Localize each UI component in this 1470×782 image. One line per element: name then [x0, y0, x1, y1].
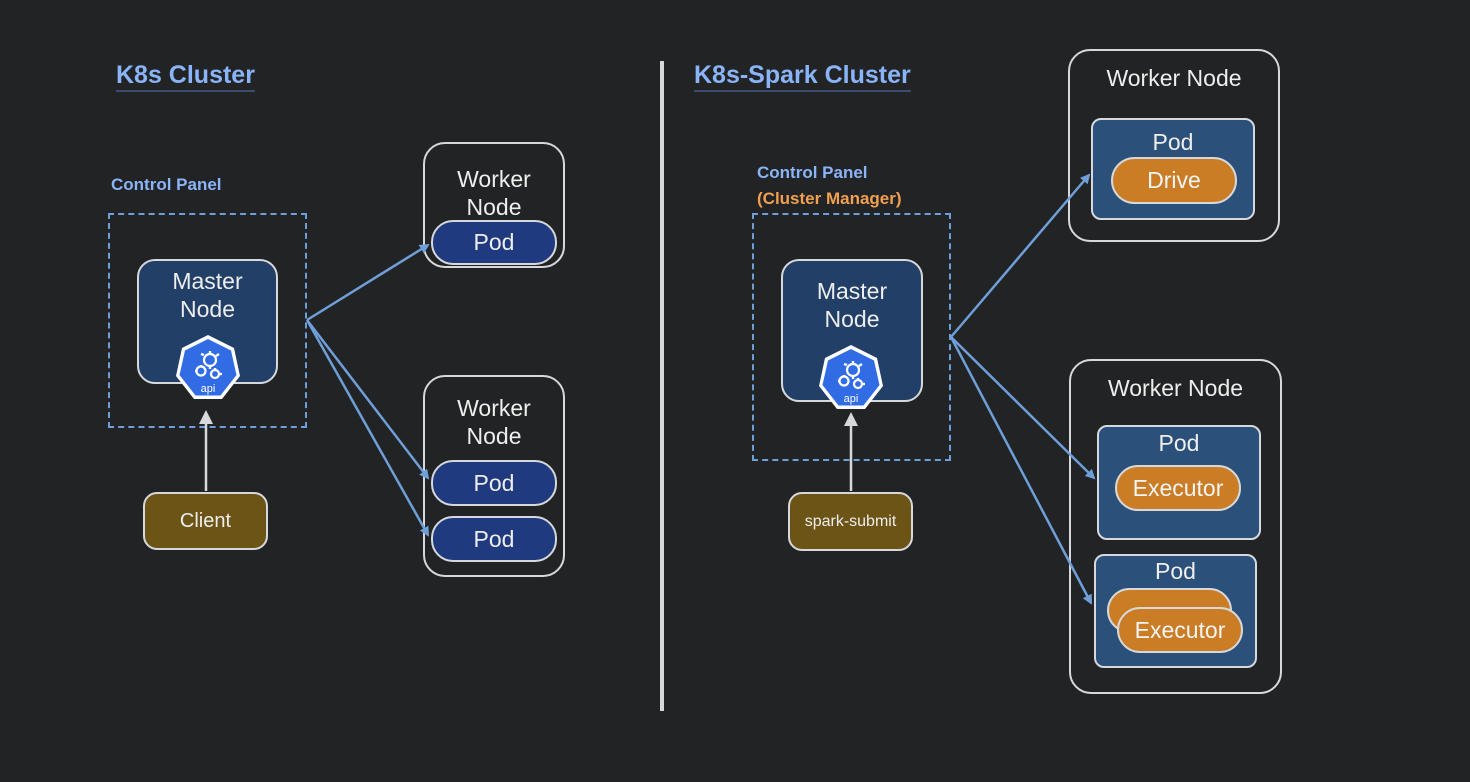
- worker-node-label-line1: Worker: [457, 395, 531, 421]
- worker-node-label-line1: Worker: [457, 166, 531, 192]
- executor-label: Executor: [1134, 616, 1226, 643]
- pod-label: Pod: [1152, 129, 1194, 155]
- kubernetes-api-icon: api: [176, 335, 240, 399]
- k8s-spark-cluster-title: K8s-Spark Cluster: [694, 61, 911, 92]
- executor[interactable]: Executor: [1115, 465, 1241, 511]
- pod[interactable]: Pod: [431, 220, 557, 265]
- client-box[interactable]: Client: [143, 492, 268, 550]
- spark-submit-box[interactable]: spark-submit: [788, 492, 913, 551]
- driver-label: Drive: [1147, 167, 1201, 193]
- right-worker-node-1[interactable]: Worker Node: [1068, 49, 1280, 242]
- api-label: api: [844, 393, 859, 405]
- master-node-label-line1: Master: [172, 268, 243, 294]
- pod-label: Pod: [1155, 558, 1196, 584]
- pod[interactable]: Pod: [431, 516, 557, 562]
- pod-label: Pod: [473, 525, 515, 552]
- worker-node-label: Worker Node: [1106, 65, 1242, 91]
- worker-node-label-line2: Node: [466, 194, 522, 220]
- pod-label: Pod: [473, 469, 515, 496]
- arrow-master-to-worker2-pod1: [306, 319, 430, 480]
- api-label: api: [201, 383, 216, 395]
- left-worker-node-1[interactable]: Worker Node: [423, 142, 565, 268]
- arrow-master-to-worker1-pod: [306, 243, 430, 322]
- master-node-label-line1: Master: [816, 278, 888, 304]
- driver[interactable]: Drive: [1111, 157, 1237, 204]
- spark-submit-label: spark-submit: [804, 512, 897, 530]
- cluster-manager-label: (Cluster Manager): [757, 189, 902, 208]
- control-panel-label: Control Panel: [757, 163, 868, 182]
- arrow-master-to-worker2-pod2: [305, 319, 430, 537]
- worker-node-label-line2: Node: [466, 423, 522, 449]
- pod-label: Pod: [1158, 430, 1200, 456]
- pod-label: Pod: [473, 229, 515, 255]
- control-panel-label: Control Panel: [111, 175, 222, 194]
- master-node-label-line2: Node: [180, 296, 235, 322]
- right-worker-node-2[interactable]: Worker Node: [1069, 359, 1282, 694]
- executor[interactable]: Executor: [1117, 607, 1243, 653]
- master-node-label-line2: Node: [824, 306, 880, 332]
- client-label: Client: [179, 509, 232, 532]
- executor-label: Executor: [1132, 474, 1224, 501]
- pod[interactable]: Pod: [431, 460, 557, 506]
- divider: [660, 61, 664, 711]
- worker-node-label: Worker Node: [1107, 375, 1244, 401]
- kubernetes-api-icon: api: [819, 345, 883, 409]
- k8s-cluster-title: K8s Cluster: [116, 61, 255, 92]
